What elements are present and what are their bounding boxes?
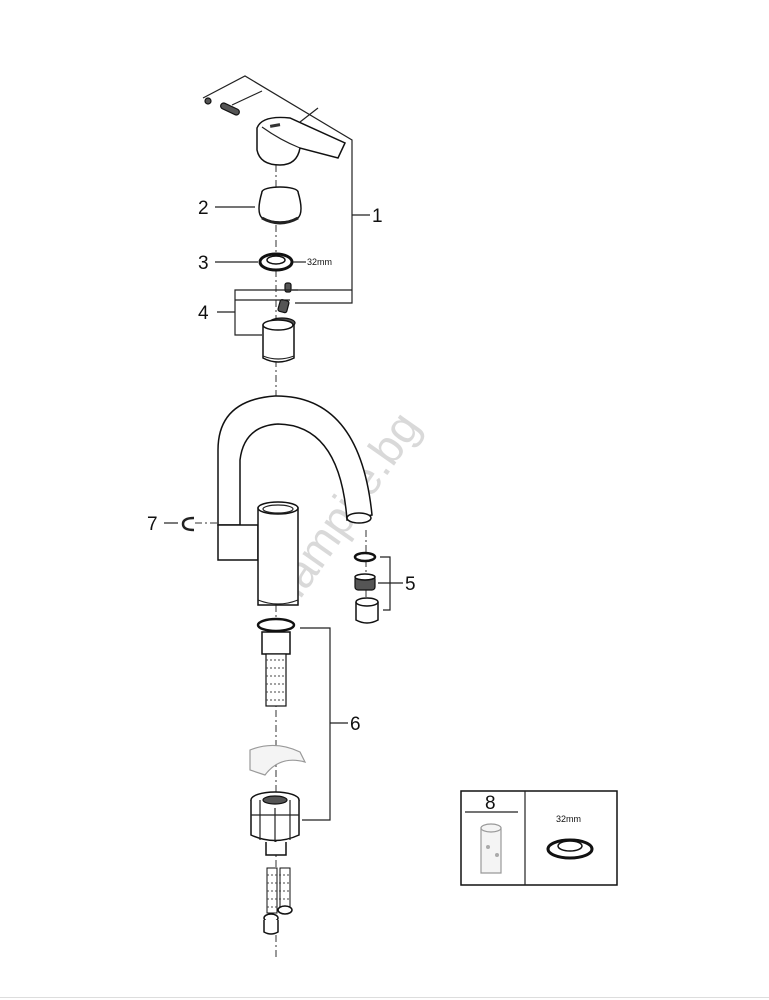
callout-5: 5 (405, 574, 416, 595)
accessory-dimension: 32mm (556, 814, 581, 824)
braided-hose (265, 653, 287, 707)
faucet-body (217, 395, 373, 606)
cover-cap: 2 (198, 186, 302, 225)
pin-icon (220, 102, 240, 116)
locking-nut: 3 32mm (198, 252, 332, 274)
callout-6: 6 (350, 714, 361, 735)
handle-assembly: 1 (202, 75, 383, 304)
callout-7: 7 (147, 514, 158, 535)
callout-4: 4 (198, 303, 209, 324)
hose-set: 6 (249, 617, 361, 856)
callout-8: 8 (485, 793, 496, 814)
protective-shield (249, 744, 307, 776)
cartridge: 4 (198, 282, 298, 363)
accessory-box: 8 32mm (460, 790, 618, 886)
aerator-set: 5 (353, 551, 416, 624)
screw-icon (204, 97, 212, 105)
callout-3-dimension: 32mm (307, 257, 332, 267)
callout-1: 1 (372, 206, 383, 227)
locking-nut-icon (546, 838, 594, 860)
supply-hoses (263, 867, 293, 935)
bottom-divider (0, 997, 769, 998)
handle-lever (256, 116, 346, 166)
clip: 7 (147, 514, 195, 535)
cartridge-tool-icon (480, 823, 502, 874)
callout-2: 2 (198, 198, 209, 219)
callout-3: 3 (198, 253, 209, 274)
